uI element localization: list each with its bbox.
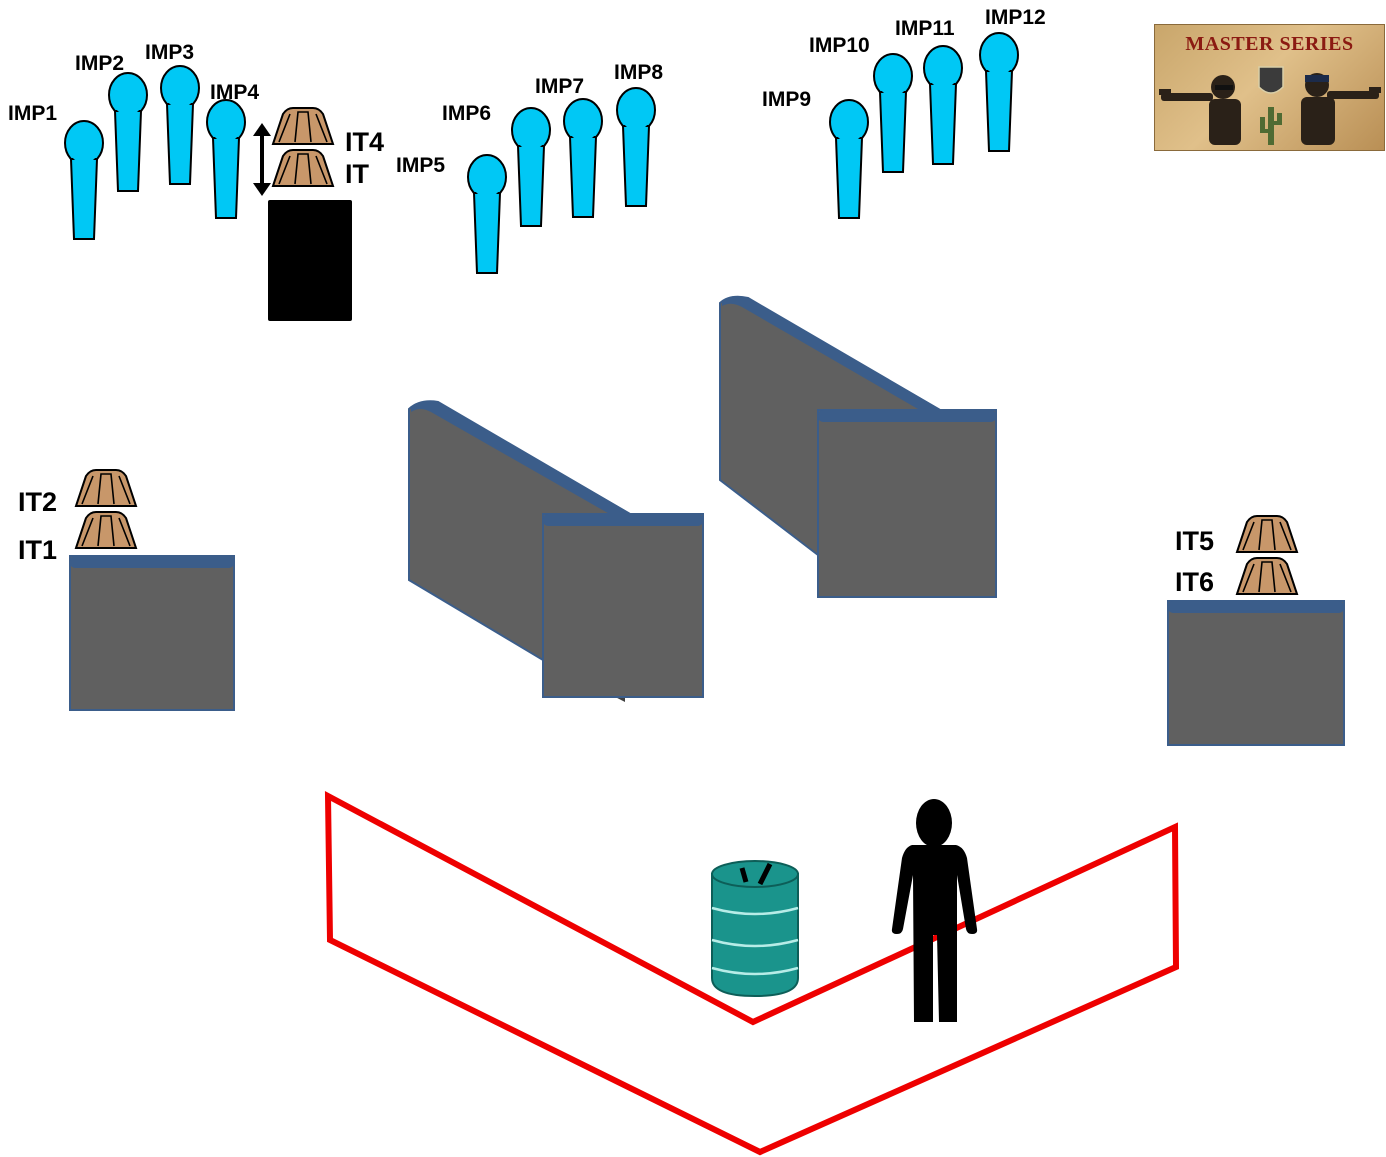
label-imp9: IMP9 [762, 88, 811, 111]
label-imp11: IMP11 [895, 17, 955, 40]
label-it1: IT1 [18, 535, 57, 565]
paper-target-imp8 [616, 87, 656, 207]
label-imp12: IMP12 [985, 6, 1046, 29]
label-it2: IT2 [18, 487, 57, 517]
paper-target-imp3 [160, 65, 200, 185]
barricade-left [69, 555, 235, 711]
steel-target-it2 [75, 469, 137, 507]
label-imp5: IMP5 [396, 154, 445, 177]
paper-target-imp10 [873, 53, 913, 173]
steel-target-it4 [272, 107, 334, 145]
double-arrow-icon [253, 123, 271, 196]
label-imp6: IMP6 [442, 102, 491, 125]
label-imp1: IMP1 [8, 102, 57, 125]
label-imp3: IMP3 [145, 41, 194, 64]
shooting-area [324, 790, 1180, 1156]
steel-target-it1 [75, 511, 137, 549]
paper-target-imp12 [979, 32, 1019, 152]
paper-target-imp4 [206, 99, 246, 219]
label-imp10: IMP10 [809, 34, 870, 57]
paper-target-imp1 [64, 120, 104, 240]
label-imp2: IMP2 [75, 52, 124, 75]
steel-target-it6 [1236, 557, 1298, 595]
barrel-icon [711, 860, 799, 998]
label-it4: IT4 [345, 127, 384, 157]
label-it: IT [345, 159, 370, 189]
steel-target-it5 [1236, 515, 1298, 553]
paper-target-imp6 [511, 107, 551, 227]
paper-target-imp11 [923, 45, 963, 165]
paper-target-imp5 [467, 154, 507, 274]
paper-target-imp7 [563, 98, 603, 218]
label-imp4: IMP4 [210, 81, 259, 104]
label-imp8: IMP8 [614, 61, 663, 84]
steel-target-it [272, 149, 334, 187]
shooter-figure-icon [891, 799, 978, 1022]
barricade-right [1167, 600, 1345, 746]
paper-target-imp2 [108, 72, 148, 192]
paper-target-imp9 [829, 99, 869, 219]
label-imp7: IMP7 [535, 75, 584, 98]
mover-block [268, 200, 352, 321]
logo-title: MASTER SERIES [1185, 33, 1354, 55]
wall-center-right [719, 295, 997, 598]
label-it6: IT6 [1175, 567, 1214, 597]
wall-center-left [408, 400, 704, 702]
label-it5: IT5 [1175, 526, 1214, 556]
master-series-logo: MASTER SERIES [1154, 24, 1385, 151]
logo-artwork [1159, 66, 1381, 145]
